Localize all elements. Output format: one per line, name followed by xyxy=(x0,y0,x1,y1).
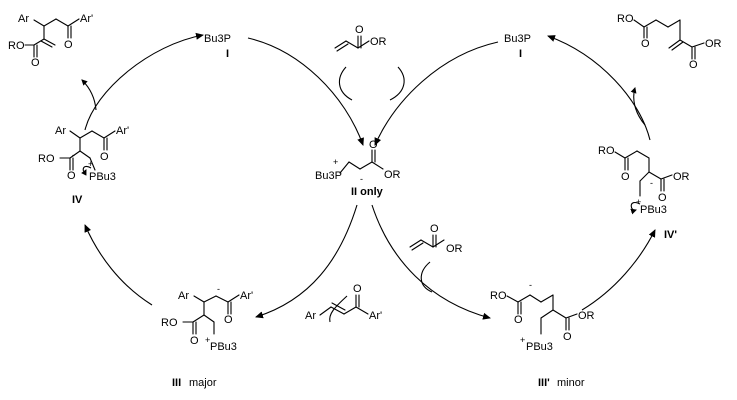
atom-o: O xyxy=(31,57,40,69)
charge-plus: + xyxy=(88,159,93,169)
arrow-IVp-to-I xyxy=(547,35,651,141)
acrylate-lower: O OR xyxy=(409,223,463,255)
arrow-acrylate-join-lower xyxy=(420,261,433,293)
label-II: II only xyxy=(351,186,384,198)
arrow-I-to-II-left xyxy=(247,37,364,146)
atom-or: OR xyxy=(370,36,387,48)
arrow-III-to-IV xyxy=(84,224,153,306)
atom-ar-prime: Ar' xyxy=(240,290,253,302)
arrow-enone-join xyxy=(329,295,348,323)
atom-pbu3: PBu3 xyxy=(640,204,667,216)
label-III: III xyxy=(172,377,181,389)
arrow-IV-to-I xyxy=(84,32,204,131)
atom-ro: RO xyxy=(490,290,507,302)
label-IVp: IV' xyxy=(664,229,677,241)
arrow-release-right xyxy=(630,87,646,126)
atom-bu3p: Bu3P xyxy=(504,33,531,45)
atom-ro: RO xyxy=(8,40,25,52)
atom-o: O xyxy=(658,192,667,204)
atom-o: O xyxy=(514,314,523,326)
intermediate-IVp: RO O - O OR + PBu3 IV' xyxy=(598,145,690,241)
arrow-II-to-III xyxy=(255,204,358,319)
atom-bu3p: Bu3P xyxy=(315,170,342,182)
atom-or: OR xyxy=(446,243,463,255)
arrow-release-left xyxy=(81,79,97,111)
label-IV: IV xyxy=(72,194,83,206)
arrow-acrylate-join-left xyxy=(338,66,353,101)
atom-or: OR xyxy=(673,171,690,183)
label-I-right: I xyxy=(519,48,522,60)
atom-or: OR xyxy=(578,310,595,322)
atom-ro: RO xyxy=(598,145,615,157)
atom-ro: RO xyxy=(617,13,634,25)
catalyst-I-left: Bu3P I xyxy=(204,33,231,60)
intermediate-III: Ar - Ar' O + PBu3 O RO III major xyxy=(161,284,253,389)
atom-o: O xyxy=(430,223,439,235)
atom-o: O xyxy=(67,170,76,182)
atom-pbu3: PBu3 xyxy=(526,341,553,353)
atom-ar: Ar xyxy=(178,290,189,302)
label-I-left: I xyxy=(226,48,229,60)
atom-o: O xyxy=(689,59,698,71)
atom-ro: RO xyxy=(161,317,178,329)
atom-or: OR xyxy=(705,38,722,50)
product-left: Ar O Ar' O RO xyxy=(8,13,93,69)
label-IIIp: III' xyxy=(538,377,550,389)
atom-ar-prime: Ar' xyxy=(369,310,382,322)
intermediate-II: Bu3P + - O OR II only xyxy=(315,139,401,198)
label-IIIp-minor: minor xyxy=(557,377,585,389)
intermediate-IIIp: RO O - O OR + PBu3 III' minor xyxy=(490,280,595,389)
atom-ar: Ar xyxy=(305,310,316,322)
cycle-arrows xyxy=(81,32,656,323)
atom-pbu3: PBu3 xyxy=(89,171,116,183)
atom-pbu3: PBu3 xyxy=(210,341,237,353)
atom-ar-prime: Ar' xyxy=(80,13,93,25)
atom-ar: Ar xyxy=(18,13,29,25)
atom-o: O xyxy=(100,151,109,163)
charge-minus: - xyxy=(529,280,532,290)
charge-minus: - xyxy=(360,174,363,184)
electron-push-arrow xyxy=(81,166,92,176)
electron-push-arrow xyxy=(630,202,641,215)
atom-o: O xyxy=(64,39,73,51)
atom-o: O xyxy=(369,139,378,151)
atom-o: O xyxy=(563,331,572,343)
atom-o: O xyxy=(355,24,364,36)
atom-ro: RO xyxy=(38,153,55,165)
charge-plus: + xyxy=(205,335,210,345)
charge-plus: + xyxy=(636,197,641,207)
atom-o: O xyxy=(621,171,630,183)
charge-minus: - xyxy=(217,284,220,294)
atom-o: O xyxy=(224,314,233,326)
atom-bu3p: Bu3P xyxy=(204,33,231,45)
charge-plus: + xyxy=(333,157,338,167)
arrow-acrylate-join-right xyxy=(389,66,405,101)
label-III-major: major xyxy=(189,377,217,389)
charge-plus: + xyxy=(520,335,525,345)
atom-ar-prime: Ar' xyxy=(116,125,129,137)
product-right: RO O O OR xyxy=(617,13,722,71)
intermediate-IV: Ar O Ar' - O RO + PBu3 IV xyxy=(38,125,129,206)
atom-ar: Ar xyxy=(55,125,66,137)
charge-minus: - xyxy=(650,178,653,188)
catalyst-I-right: Bu3P I xyxy=(504,33,531,60)
atom-o: O xyxy=(353,283,362,295)
arrow-I-to-II-right xyxy=(374,41,499,146)
arrow-II-to-IIIp xyxy=(371,204,491,320)
arrow-IIIp-to-IVp xyxy=(581,229,656,311)
atom-or: OR xyxy=(384,169,401,181)
atom-o: O xyxy=(190,335,199,347)
acrylate-top: O OR xyxy=(334,24,387,52)
enone: Ar O Ar' xyxy=(305,283,382,322)
atom-o: O xyxy=(641,38,650,50)
